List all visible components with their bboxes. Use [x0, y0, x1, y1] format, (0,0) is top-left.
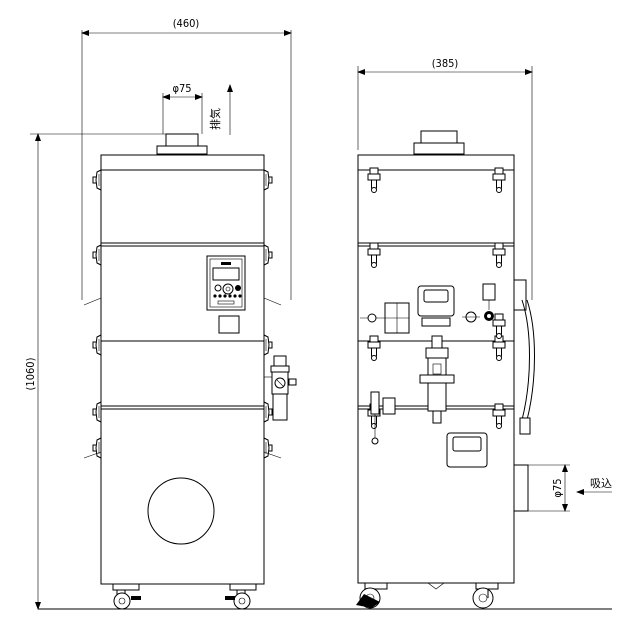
height-dimension: (1060): [24, 357, 37, 390]
side-cabinet-body: [357, 154, 515, 584]
front-round-port: [147, 477, 215, 545]
side-inlet-port: [513, 464, 529, 512]
exhaust-label: 排気: [208, 108, 222, 130]
side-handle-lower: [446, 432, 488, 468]
inlet-diameter: φ75: [551, 478, 564, 497]
front-view: (460) (1060) φ75 排気: [24, 17, 297, 610]
front-casters: [112, 583, 257, 610]
side-handle-upper: [417, 285, 455, 327]
cabinet-body: [100, 154, 265, 585]
width-dimension: (460): [173, 17, 200, 30]
side-casters: [356, 582, 499, 609]
side-view: (385): [356, 57, 612, 609]
indicator-window: [218, 315, 240, 334]
side-regulator: [419, 335, 455, 424]
control-panel: [206, 255, 246, 311]
filter-regulator: [264, 355, 297, 421]
outlet-diameter: φ75: [172, 82, 191, 95]
depth-dimension: (385): [432, 57, 459, 70]
suction-label: 吸込: [590, 477, 612, 490]
